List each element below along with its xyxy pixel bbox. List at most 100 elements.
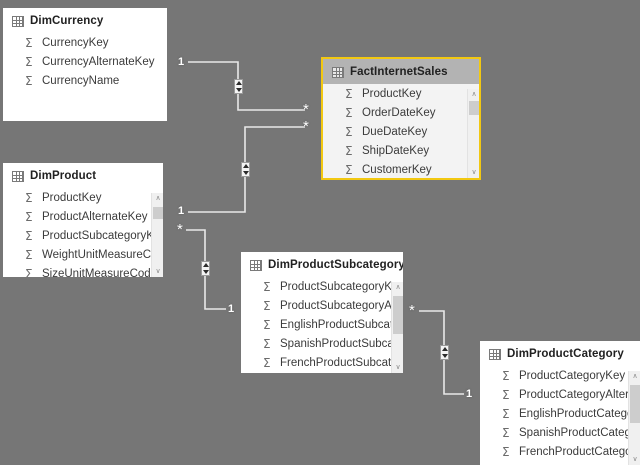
arrow-down-icon <box>242 171 249 175</box>
cross-filter-direction-icon[interactable] <box>440 345 449 360</box>
table-grid-icon <box>489 348 501 360</box>
sigma-icon: Σ <box>502 368 510 383</box>
arrow-down-icon <box>441 354 448 358</box>
field-row[interactable]: Σ EnglishProductCategoryName <box>480 404 640 423</box>
sigma-icon: Σ <box>25 73 33 88</box>
field-name: ProductCategoryKey <box>519 369 626 382</box>
field-name: EnglishProductCategoryName <box>519 407 640 420</box>
table-grid-icon <box>332 66 344 78</box>
table-header[interactable]: FactInternetSales <box>323 59 479 84</box>
cardinality-label-from: * <box>177 221 183 238</box>
field-row[interactable]: ΣProductSubcategoryAlternateKey <box>241 296 403 315</box>
table-header[interactable]: DimCurrency <box>3 8 167 33</box>
field-name: CurrencyAlternateKey <box>42 55 155 68</box>
field-name: CustomerKey <box>362 163 432 176</box>
table-grid-icon <box>250 259 262 271</box>
field-name: SpanishProductSubcategoryName <box>280 337 403 350</box>
sigma-icon: Σ <box>345 162 353 177</box>
sigma-icon: Σ <box>502 387 510 402</box>
sigma-icon: Σ <box>345 143 353 158</box>
field-name: SizeUnitMeasureCode <box>42 267 158 278</box>
scrollbar-thumb[interactable] <box>630 385 640 423</box>
arrow-up-icon <box>242 164 249 168</box>
table-header[interactable]: DimProduct <box>3 163 163 188</box>
cardinality-label-to: 1 <box>228 303 235 315</box>
scrollbar-thumb[interactable] <box>469 101 479 115</box>
scrollbar-thumb[interactable] <box>393 296 403 334</box>
sigma-icon: Σ <box>263 355 271 370</box>
field-row[interactable]: Σ ProductKey <box>3 188 163 207</box>
arrow-down-icon <box>235 88 242 92</box>
table-header[interactable]: DimProductCategory <box>480 341 640 366</box>
scroll-down-icon[interactable]: ∨ <box>632 456 638 463</box>
scroll-up-icon[interactable]: ∧ <box>155 195 161 202</box>
cardinality-label-to: * <box>303 101 309 118</box>
table-header[interactable]: DimProductSubcategory <box>241 252 403 277</box>
cardinality-label-from: * <box>409 302 415 319</box>
field-name: ProductCategoryAlternateKey <box>519 388 640 401</box>
scroll-down-icon[interactable]: ∨ <box>395 364 401 371</box>
scroll-up-icon[interactable]: ∧ <box>471 91 477 98</box>
scroll-down-icon[interactable]: ∨ <box>471 169 477 176</box>
relationship-line[interactable] <box>188 61 305 111</box>
field-name: ProductSubcategoryAlternateKey <box>280 299 403 312</box>
field-row[interactable]: ΣSpanishProductSubcategoryName <box>241 334 403 353</box>
table-title: DimProduct <box>30 170 97 182</box>
scroll-up-icon[interactable]: ∧ <box>395 284 401 291</box>
sigma-icon: Σ <box>502 406 510 421</box>
field-list-scrollbar[interactable]: ∧∨ <box>151 193 163 277</box>
scroll-down-icon[interactable]: ∨ <box>155 268 161 275</box>
sigma-icon: Σ <box>25 35 33 50</box>
cross-filter-direction-icon[interactable] <box>241 162 250 177</box>
arrow-up-icon <box>202 263 209 267</box>
field-list-scrollbar[interactable]: ∧∨ <box>467 89 479 178</box>
field-row[interactable]: Σ FrenchProductCategoryName <box>480 442 640 461</box>
field-row[interactable]: Σ FrenchProductSubcategoryName <box>241 353 403 372</box>
field-name: WeightUnitMeasureCode <box>42 248 163 261</box>
field-row[interactable]: Σ ProductCategoryKey <box>480 366 640 385</box>
cross-filter-direction-icon[interactable] <box>234 79 243 94</box>
cross-filter-direction-icon[interactable] <box>201 261 210 276</box>
field-row[interactable]: Σ CustomerKey <box>323 160 479 178</box>
scrollbar-thumb[interactable] <box>153 207 163 219</box>
sigma-icon: Σ <box>345 105 353 120</box>
field-row[interactable]: ΣEnglishProductSubcategoryName <box>241 315 403 334</box>
field-name: SpanishProductCategoryName <box>519 426 640 439</box>
sigma-icon: Σ <box>25 190 33 205</box>
field-list-scrollbar[interactable]: ∧∨ <box>391 282 403 373</box>
field-name: FrenchProductSubcategoryName <box>280 356 403 369</box>
sigma-icon: Σ <box>502 444 510 459</box>
field-list-scrollbar[interactable]: ∧∨ <box>628 371 640 465</box>
sigma-icon: Σ <box>25 228 33 243</box>
field-name: ProductKey <box>42 191 102 204</box>
table-grid-icon <box>12 170 24 182</box>
field-name: FrenchProductCategoryName <box>519 445 640 458</box>
arrow-down-icon <box>202 270 209 274</box>
scroll-up-icon[interactable]: ∧ <box>632 373 638 380</box>
field-row[interactable]: Σ ProductCategoryAlternateKey <box>480 385 640 404</box>
field-row[interactable]: ΣSpanishProductCategoryName <box>480 423 640 442</box>
cardinality-label-from: 1 <box>178 56 185 68</box>
table-title: FactInternetSales <box>350 66 448 78</box>
